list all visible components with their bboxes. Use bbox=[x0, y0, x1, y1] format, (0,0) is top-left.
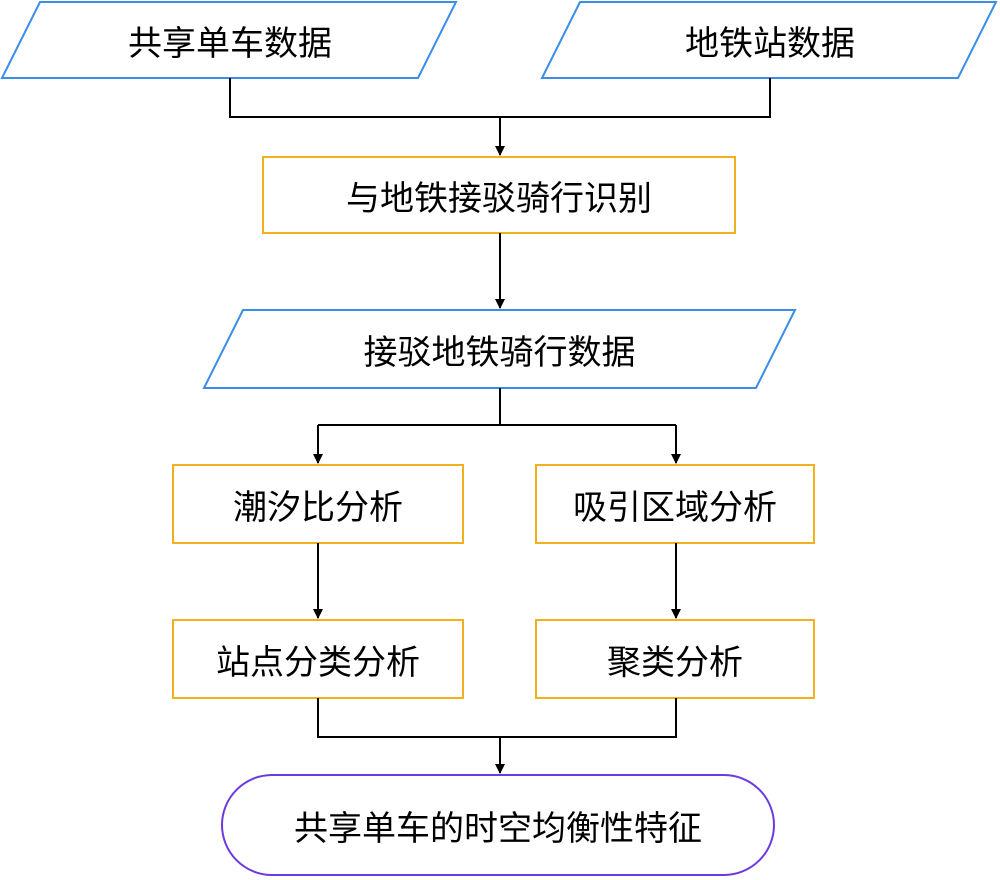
metro-data-label: 地铁站数据 bbox=[685, 23, 855, 64]
identification-label: 与地铁接驳骑行识别 bbox=[346, 178, 652, 219]
merge-line-top bbox=[229, 78, 771, 118]
merge-line-bottom bbox=[317, 698, 677, 738]
station-classification-label: 站点分类分析 bbox=[216, 642, 420, 683]
clustering-label: 聚类分析 bbox=[607, 642, 743, 683]
station-classification-shape bbox=[172, 619, 464, 699]
connectors bbox=[229, 78, 771, 774]
clustering-shape bbox=[535, 619, 815, 699]
attraction-area-label: 吸引区域分析 bbox=[573, 487, 777, 528]
transfer-data-shape bbox=[202, 309, 797, 389]
tidal-ratio-label: 潮汐比分析 bbox=[233, 487, 403, 528]
bike-data-shape bbox=[0, 0, 458, 79]
transfer-data-label: 接驳地铁骑行数据 bbox=[363, 332, 636, 373]
result-shape bbox=[221, 774, 775, 876]
result-label: 共享单车的时空均衡性特征 bbox=[294, 808, 702, 849]
metro-data-shape bbox=[540, 0, 998, 79]
identification-shape bbox=[262, 156, 736, 234]
bike-data-label: 共享单车数据 bbox=[128, 23, 332, 64]
attraction-area-shape bbox=[535, 464, 815, 544]
